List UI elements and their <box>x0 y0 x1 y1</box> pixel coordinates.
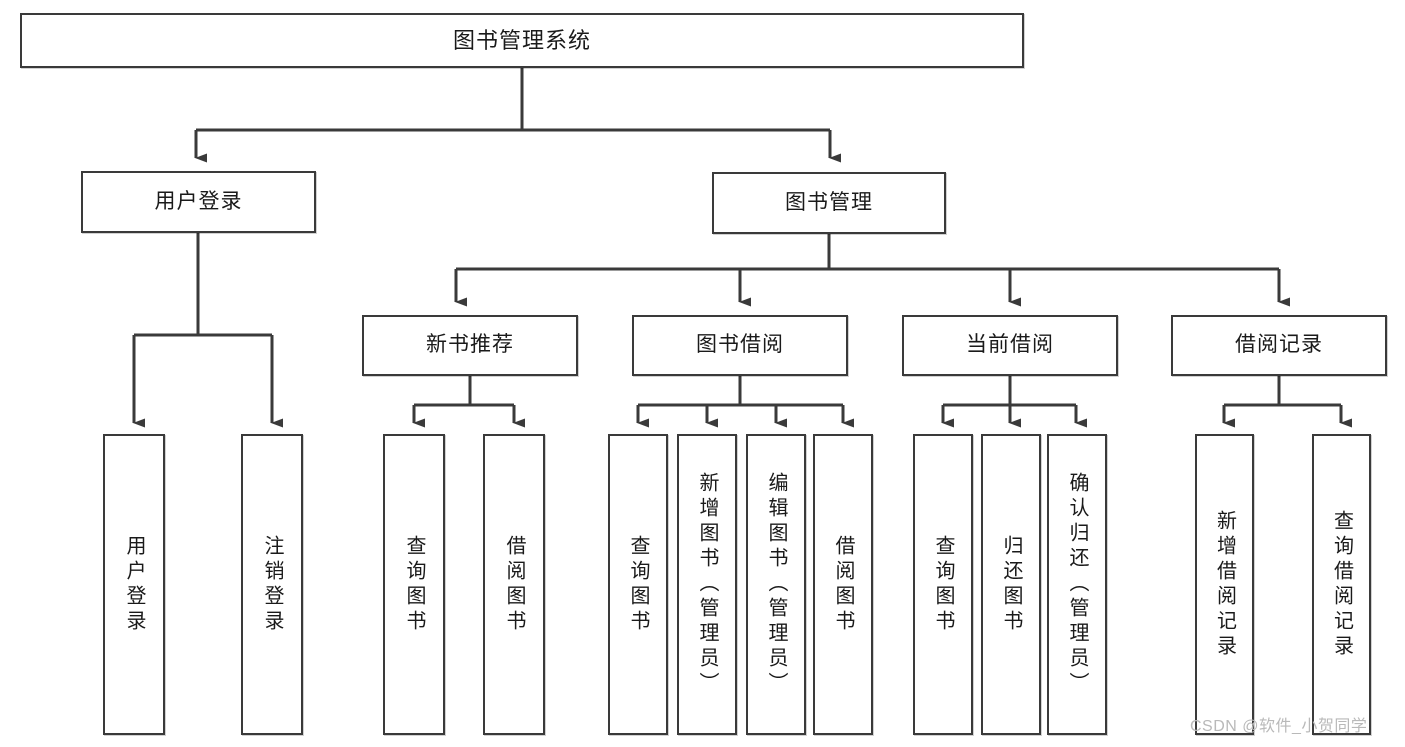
node-label: 图书借阅 <box>696 333 784 357</box>
node-user-login[interactable]: 用户登录 <box>81 171 316 233</box>
node-book-borrow[interactable]: 图书借阅 <box>632 315 848 376</box>
leaf-book-borrow-query[interactable]: 查询图书 <box>608 434 668 735</box>
leaf-user-login-logout[interactable]: 注销登录 <box>241 434 303 735</box>
node-label: 查询图书 <box>403 534 425 635</box>
node-label: 借阅图书 <box>503 534 525 635</box>
leaf-borrow-record-query[interactable]: 查询借阅记录 <box>1312 434 1371 735</box>
leaf-book-borrow-add[interactable]: 新增图书（管理员） <box>677 434 737 735</box>
node-label: 当前借阅 <box>966 333 1054 357</box>
node-root-system[interactable]: 图书管理系统 <box>20 13 1024 68</box>
node-label: 用户登录 <box>123 534 145 635</box>
node-book-management[interactable]: 图书管理 <box>712 172 946 234</box>
leaf-current-borrow-confirm-return[interactable]: 确认归还（管理员） <box>1047 434 1107 735</box>
node-label: 用户登录 <box>154 189 243 213</box>
node-new-book-recommend[interactable]: 新书推荐 <box>362 315 578 376</box>
node-label: 借阅记录 <box>1235 333 1323 357</box>
node-label: 新书推荐 <box>426 333 514 357</box>
node-label: 查询借阅记录 <box>1330 509 1353 660</box>
leaf-current-borrow-query[interactable]: 查询图书 <box>913 434 973 735</box>
node-label: 编辑图书（管理员） <box>765 472 787 697</box>
node-borrow-record[interactable]: 借阅记录 <box>1171 315 1387 376</box>
node-label: 新增借阅记录 <box>1213 509 1236 660</box>
leaf-new-book-borrow[interactable]: 借阅图书 <box>483 434 545 735</box>
leaf-new-book-query[interactable]: 查询图书 <box>383 434 445 735</box>
leaf-borrow-record-add[interactable]: 新增借阅记录 <box>1195 434 1254 735</box>
node-label: 借阅图书 <box>832 534 854 635</box>
node-label: 注销登录 <box>261 534 283 635</box>
node-label: 确认归还（管理员） <box>1066 472 1088 697</box>
leaf-user-login-login[interactable]: 用户登录 <box>103 434 165 735</box>
node-label: 图书管理系统 <box>452 27 591 53</box>
leaf-current-borrow-return[interactable]: 归还图书 <box>981 434 1041 735</box>
node-label: 查询图书 <box>627 534 649 635</box>
leaf-book-borrow-borrow[interactable]: 借阅图书 <box>813 434 873 735</box>
node-label: 图书管理 <box>785 190 873 214</box>
node-label: 归还图书 <box>1000 534 1022 635</box>
csdn-watermark: CSDN @软件_小贺同学 <box>1190 718 1368 735</box>
node-current-borrow[interactable]: 当前借阅 <box>902 315 1118 376</box>
leaf-book-borrow-edit[interactable]: 编辑图书（管理员） <box>746 434 806 735</box>
node-label: 查询图书 <box>932 534 954 635</box>
node-label: 新增图书（管理员） <box>696 472 718 697</box>
